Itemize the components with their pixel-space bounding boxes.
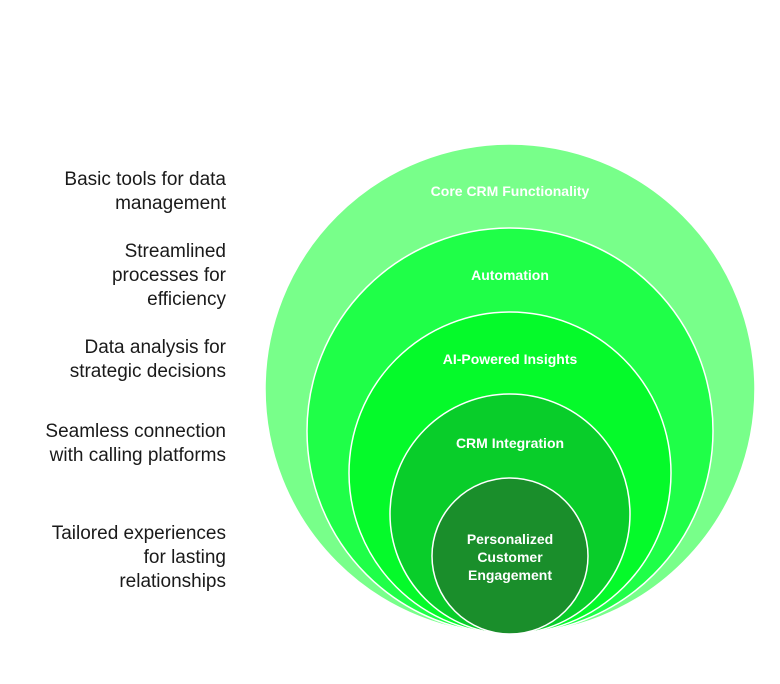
layer-label-automation: Automation xyxy=(471,267,549,283)
layer-label-crm-integration: CRM Integration xyxy=(456,435,564,451)
layer-description-ai-insights: Data analysis for strategic decisions xyxy=(69,337,226,382)
layer-label-core-crm: Core CRM Functionality xyxy=(431,183,590,199)
layer-circle-personalized-engagement xyxy=(431,477,589,635)
layer-label-ai-insights: AI-Powered Insights xyxy=(443,351,578,367)
layer-description-personalized-engagement: Tailored experiences for lasting relatio… xyxy=(51,523,226,592)
layer-description-automation: Streamlined processes for efficiency xyxy=(111,241,226,310)
layer-description-core-crm: Basic tools for data management xyxy=(64,169,226,214)
layer-description-crm-integration: Seamless connection with calling platfor… xyxy=(45,421,226,466)
